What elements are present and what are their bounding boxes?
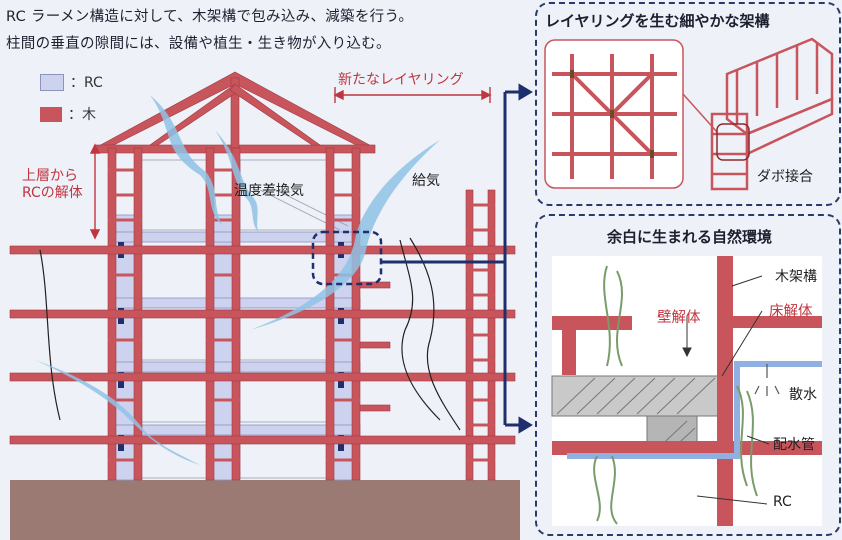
intro-text: RC ラーメン構造に対して、木架構で包み込み、減築を行う。 柱間の垂直の隙間には… bbox=[6, 4, 413, 58]
legend-rc-label: ：RC bbox=[70, 75, 103, 91]
dimension-lines bbox=[89, 87, 492, 240]
floor-removal-label: 床解体 bbox=[769, 304, 813, 320]
sprinkler-head bbox=[754, 364, 780, 396]
wood-rungs bbox=[108, 168, 495, 462]
water-pipe-label: 配水管 bbox=[773, 437, 815, 453]
leader-lines bbox=[682, 275, 770, 505]
panel-natural-environment-drawing bbox=[551, 256, 822, 526]
rc-removal-line-1: 上層から bbox=[22, 168, 78, 184]
callout-box bbox=[311, 230, 383, 286]
rc-slab bbox=[551, 375, 733, 417]
panel-natural-environment: 余白に生まれる自然環境 bbox=[535, 214, 841, 536]
lattice-module bbox=[710, 37, 834, 191]
intro-line-2: 柱間の垂直の隙間には、設備や植生・生き物が入り込む。 bbox=[6, 36, 391, 52]
water-pipe-shape bbox=[567, 361, 822, 459]
wood-frame-label: 木架構 bbox=[775, 269, 817, 285]
detail-lattice bbox=[552, 54, 677, 179]
intro-line-1: RC ラーメン構造に対して、木架構で包み込み、減築を行う。 bbox=[6, 9, 414, 25]
air-flows bbox=[35, 95, 440, 465]
legend-rc: ：RC bbox=[40, 72, 103, 92]
plant-strokes bbox=[39, 237, 461, 431]
new-layering-label: 新たなレイヤリング bbox=[338, 72, 464, 88]
wood-frame bbox=[9, 71, 516, 481]
panel-natural-environment-title: 余白に生まれる自然環境 bbox=[607, 228, 773, 246]
wall-removal-label: 壁解体 bbox=[657, 310, 701, 326]
panel-fine-frame-title: レイヤリングを生む細やかな架構 bbox=[545, 12, 770, 30]
rc-removal-line-2: RCの解体 bbox=[22, 185, 83, 201]
ventilation-label: 温度差換気 bbox=[234, 183, 304, 199]
panel-fine-frame-drawing bbox=[544, 37, 834, 191]
sprinkler-label: 散水 bbox=[789, 387, 817, 403]
callout-connector bbox=[381, 83, 533, 434]
joint-label: ダボ接合 bbox=[757, 169, 813, 185]
dowels bbox=[570, 70, 654, 158]
ground bbox=[10, 480, 520, 540]
joint-highlight bbox=[716, 123, 750, 161]
plants bbox=[593, 265, 758, 525]
legend-wood: ：木 bbox=[40, 104, 96, 124]
legend-wood-swatch bbox=[40, 106, 62, 122]
panel-fine-frame: レイヤリングを生む細やかな架構 ダボ接合 bbox=[535, 2, 841, 206]
rc-label: RC bbox=[773, 494, 792, 510]
legend-rc-swatch bbox=[40, 73, 64, 91]
air-supply-label: 給気 bbox=[412, 173, 440, 189]
rc-removal-label: 上層から RCの解体 bbox=[22, 168, 83, 202]
legend-wood-label: ：木 bbox=[68, 107, 96, 123]
